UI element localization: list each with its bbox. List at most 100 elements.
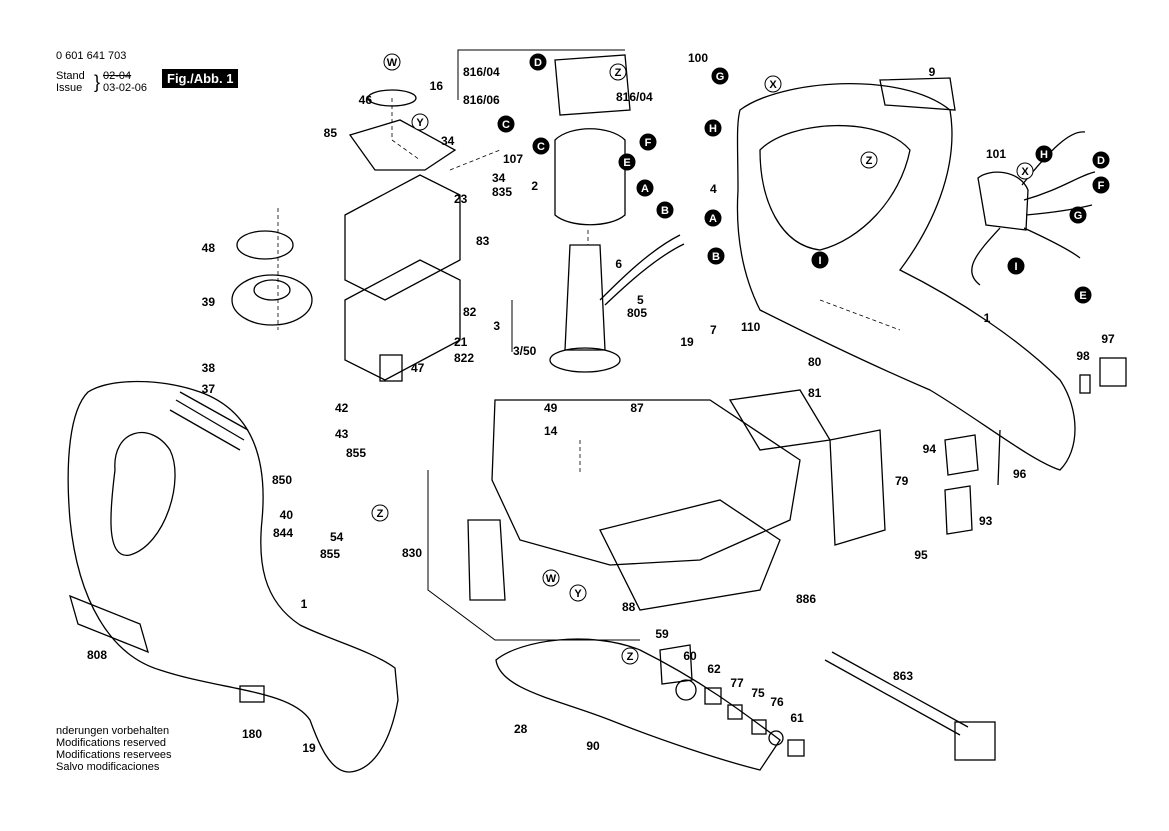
part-number-labels: 4685343483523834839822182247383742438558…: [87, 51, 1115, 755]
callout-circle: [532, 137, 550, 155]
callout-letter: D: [534, 57, 542, 69]
callout-circle: [529, 53, 547, 71]
switch-housing-79: [829, 429, 886, 546]
part-label-39: 39: [202, 295, 216, 309]
part-label-34: 34: [492, 171, 506, 185]
part-label-96: 96: [1013, 467, 1027, 481]
cover-98: [1079, 374, 1091, 394]
housing-vent-slots: [169, 391, 249, 451]
assembly-lines: [277, 98, 901, 475]
ring-60: [675, 679, 697, 701]
part-label-816-04: 816/04: [463, 65, 500, 79]
armature-3: [564, 244, 606, 351]
plate-82: [344, 259, 461, 381]
part-label-19: 19: [302, 741, 316, 755]
part-label-90: 90: [586, 739, 600, 753]
lever-80-81: [728, 389, 832, 451]
callout-z-marker: Z: [621, 647, 639, 665]
callout-d-marker: D: [1092, 151, 1110, 169]
callout-circle: [1016, 162, 1034, 180]
plate-85: [348, 119, 457, 171]
part-number: 0 601 641 703: [56, 50, 127, 62]
part-label-100: 100: [688, 51, 708, 65]
part-62: [704, 687, 722, 705]
housing-shell-right: [736, 83, 1076, 471]
callout-b-marker: B: [707, 247, 725, 265]
part-label-83: 83: [476, 234, 490, 248]
callout-letter: A: [641, 183, 649, 195]
callout-circle: [1007, 257, 1025, 275]
part-77: [727, 704, 743, 720]
callout-letter: I: [818, 255, 821, 267]
bearing-47: [379, 354, 403, 382]
pad-808: [69, 594, 149, 654]
figure-label: Fig./Abb. 1: [162, 69, 239, 88]
part-75: [751, 719, 767, 735]
callout-circle: [1092, 176, 1110, 194]
bracket-lines: [427, 49, 640, 641]
callout-circle: [711, 67, 729, 85]
part-drawings: [67, 54, 1127, 773]
part-label-98: 98: [1076, 349, 1090, 363]
callout-circle: [383, 53, 401, 71]
callout-circle: [569, 584, 587, 602]
part-label-9: 9: [929, 65, 936, 79]
brush-holder-16: [554, 54, 631, 116]
armature-fan: [549, 347, 621, 373]
part-label-48: 48: [202, 241, 216, 255]
part-label-60: 60: [683, 649, 697, 663]
part-label-38: 38: [202, 361, 216, 375]
part-label-19: 19: [680, 335, 694, 349]
callout-x-marker: X: [1016, 162, 1034, 180]
callout-letter: W: [387, 57, 398, 69]
part-label-886: 886: [796, 592, 816, 606]
part-label-4: 4: [710, 182, 717, 196]
gear-39: [231, 274, 313, 326]
callout-circle: [704, 209, 722, 227]
callout-letter: Y: [416, 117, 424, 129]
ring-48: [236, 230, 294, 260]
callout-w-marker: W: [383, 53, 401, 71]
stand-date: 02-04: [103, 70, 132, 82]
part-label-40: 40: [280, 508, 294, 522]
part-label-61: 61: [790, 711, 804, 725]
callout-d-marker: D: [529, 53, 547, 71]
cover-97: [1099, 357, 1127, 387]
callout-c-marker: C: [497, 115, 515, 133]
callout-circle: [621, 647, 639, 665]
housing-shell-inner: [110, 432, 176, 556]
part-label-37: 37: [202, 382, 216, 396]
callout-circle: [609, 63, 627, 81]
part-label-816-04: 816/04: [616, 90, 653, 104]
part-label-94: 94: [923, 442, 937, 456]
callout-letter: E: [1079, 290, 1086, 302]
notice-de: nderungen vorbehalten: [56, 725, 170, 737]
callout-letter: Z: [627, 651, 634, 663]
part-label-47: 47: [411, 361, 425, 375]
callout-letter: F: [645, 137, 652, 149]
callout-z-marker: Z: [371, 504, 389, 522]
callout-circle: [1069, 206, 1087, 224]
callout-e-marker: E: [1074, 286, 1092, 304]
callout-letter: X: [769, 79, 777, 91]
rod-863: [824, 651, 969, 736]
part-61: [787, 739, 805, 757]
callout-h-marker: H: [1035, 145, 1053, 163]
callout-circle: [411, 113, 429, 131]
part-label-75: 75: [751, 686, 765, 700]
callout-letter: A: [709, 213, 717, 225]
callout-circle: [707, 247, 725, 265]
callout-circle: [1092, 151, 1110, 169]
part-label-3: 3: [493, 319, 500, 333]
part-label-80: 80: [808, 355, 822, 369]
part-label-28: 28: [514, 722, 528, 736]
callout-e-marker: E: [618, 153, 636, 171]
part-label-81: 81: [808, 386, 822, 400]
part-label-3-50: 3/50: [513, 344, 537, 358]
part-label-855: 855: [346, 446, 366, 460]
callout-circle: [636, 179, 654, 197]
part-label-85: 85: [324, 126, 338, 140]
callout-circle: [497, 115, 515, 133]
part-label-101: 101: [986, 147, 1006, 161]
housing-handle-inner: [759, 124, 911, 251]
